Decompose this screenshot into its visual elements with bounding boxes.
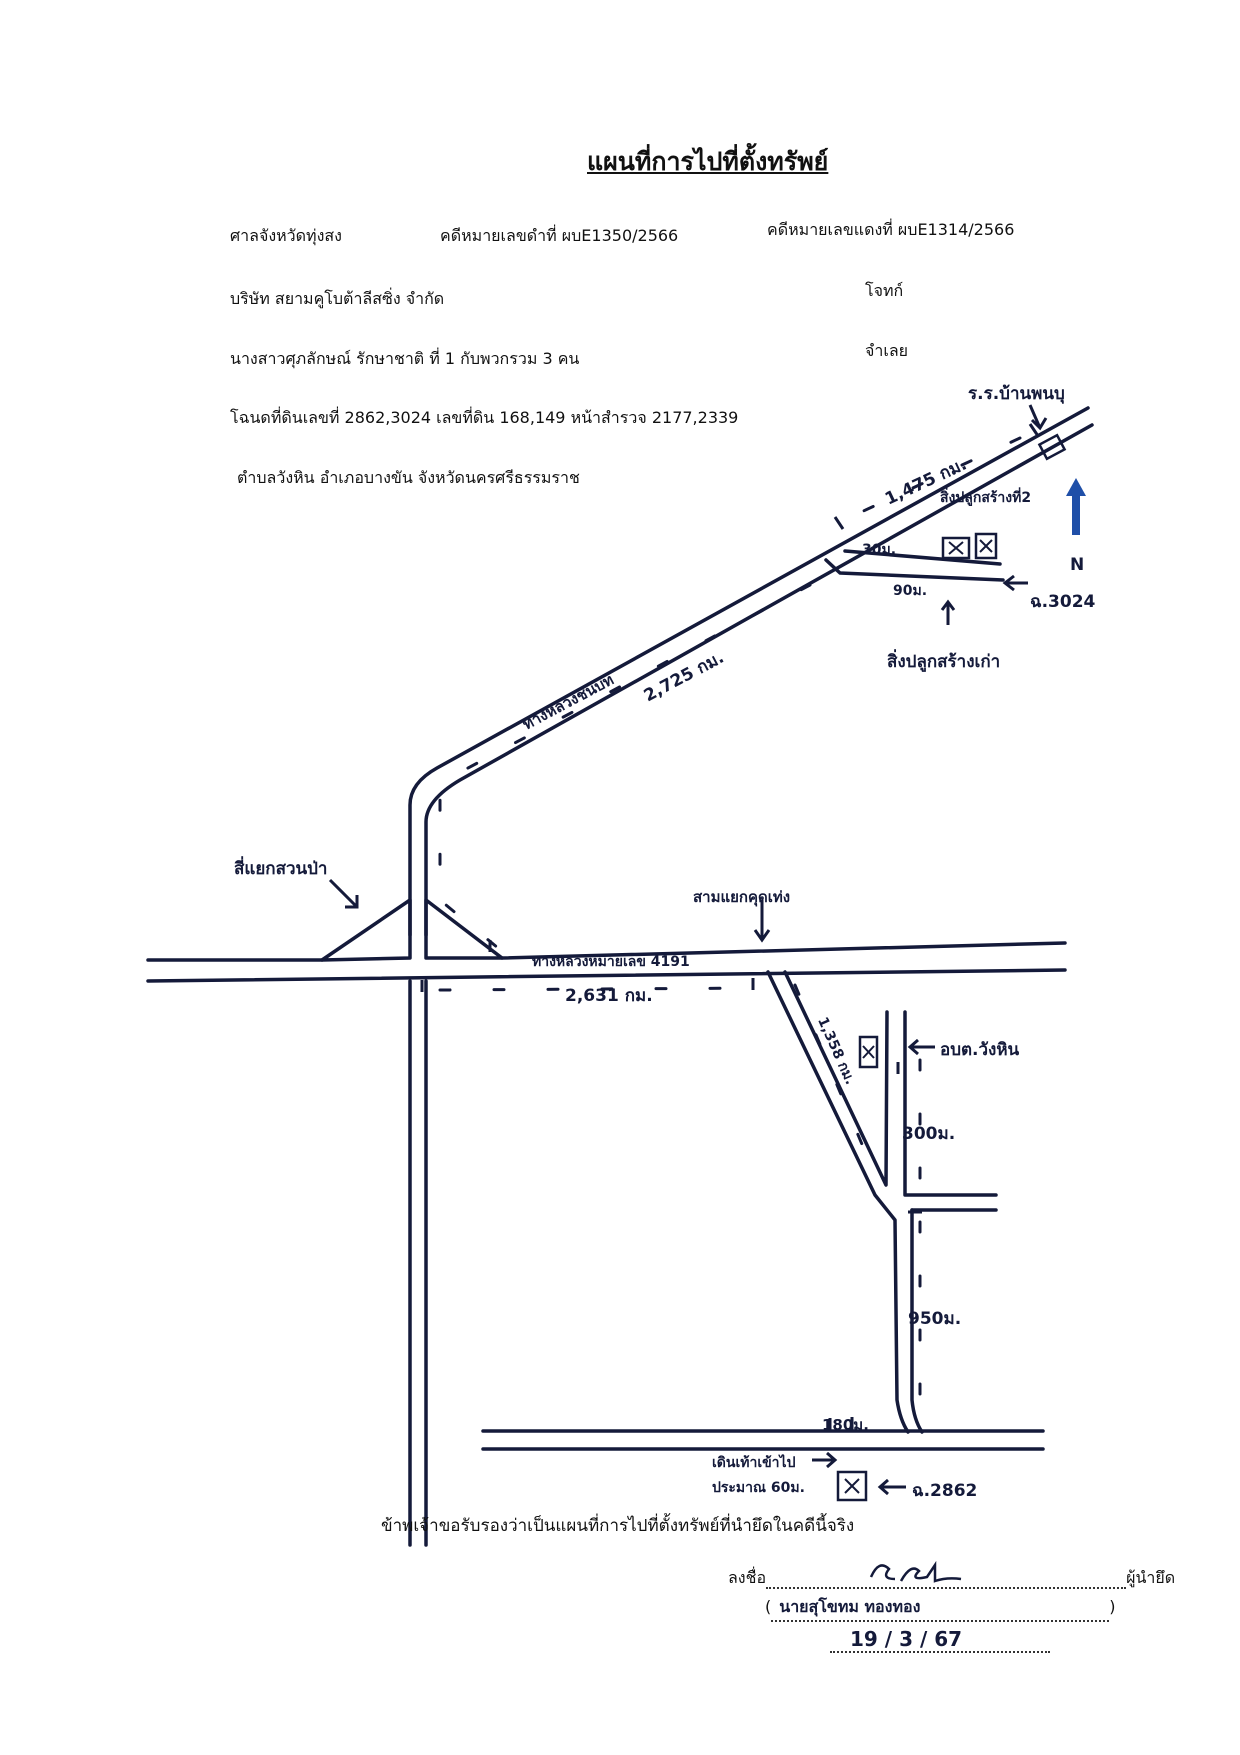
defendant-name: นางสาวศุภลักษณ์ รักษาชาติ ที่ 1 กับพวกรว… — [230, 349, 580, 368]
location-info: ตำบลวังหิน อำเภอบางขัน จังหวัดนครศรีธรรม… — [237, 468, 580, 487]
sao-box-cross — [862, 1045, 875, 1059]
label-90m: 90ม. — [893, 583, 928, 599]
route-dash-sao — [793, 983, 874, 1170]
label-30m: 30ม. — [862, 542, 897, 558]
label-four-way: สี่แยกสวนป่า — [234, 859, 328, 879]
signer-name: นายสุโขทม ทองทอง — [771, 1595, 1110, 1622]
junction-triangle-left — [320, 898, 412, 962]
signature-field — [766, 1557, 1127, 1589]
label-plot3024: ฉ.3024 — [1030, 592, 1096, 612]
old-structure-pointer-arrow — [940, 599, 956, 625]
plot2862-box-cross — [844, 1478, 860, 1494]
branch-road-3024 — [824, 558, 1005, 582]
branch-road-3024-top — [843, 549, 1002, 566]
highway-lower-edge — [146, 968, 1067, 983]
label-north: N — [1070, 555, 1085, 575]
sign-prefix: ลงชื่อ — [728, 1568, 767, 1587]
label-plot2862: ฉ.2862 — [912, 1481, 978, 1501]
three-way-pointer-arrow — [753, 900, 771, 943]
label-warehouse2: สิ่งปลูกสร้างที่2 — [940, 490, 1032, 506]
plot3024-pointer-arrow — [1002, 574, 1028, 592]
south-road — [408, 979, 428, 1547]
label-old-structure: สิ่งปลูกสร้างเก่า — [887, 652, 1001, 672]
rural-road-upper-edge — [408, 406, 1090, 937]
plot3024-box — [974, 532, 998, 560]
sign-role: ผู้นำยึด — [1126, 1568, 1176, 1587]
plot3024-box-cross — [979, 539, 993, 553]
north-arrow-head-icon — [1066, 478, 1086, 496]
label-300m: 300ม. — [902, 1124, 956, 1144]
four-way-pointer-arrow — [328, 878, 359, 909]
black-case-number: คดีหมายเลขดำที่ ผบE1350/2566 — [440, 226, 679, 245]
route-dash-highway — [438, 986, 762, 992]
label-three-way: สามแยกคุดเท่ง — [693, 888, 791, 906]
label-highway: ทางหลวงหมายเลข 4191 — [532, 954, 690, 970]
label-walk-in: เดินเท้าเข้าไป — [712, 1455, 796, 1471]
defendant-role: จำเลย — [865, 341, 909, 360]
warehouse2-box-cross — [948, 541, 964, 555]
plaintiff-name: บริษัท สยามคูโบต้าลีสซิ่ง จำกัด — [230, 289, 445, 308]
sao-pointer-arrow — [907, 1038, 935, 1056]
branch-road-sao — [766, 970, 910, 1434]
label-180m: 180ม. — [822, 1416, 869, 1434]
route-dash-upper — [840, 436, 1022, 523]
signature-scribble — [869, 1560, 962, 1583]
date-line: 19 / 3 / 67 — [830, 1627, 1050, 1653]
court-name: ศาลจังหวัดทุ่งสง — [230, 226, 342, 245]
sao-box — [858, 1035, 879, 1069]
school-box — [1037, 433, 1067, 461]
label-dist-2631: 2,631 กม. — [565, 986, 653, 1006]
walk-pointer-arrow — [812, 1451, 838, 1469]
junction-triangle-right — [424, 898, 504, 960]
warehouse2-box — [941, 536, 971, 560]
red-case-number: คดีหมายเลขแดงที่ ผบE1314/2566 — [767, 220, 1015, 239]
signer-name-line: (นายสุโขทม ทองทอง) — [765, 1595, 1116, 1622]
highway-upper-edge — [146, 941, 1067, 962]
tick-marks — [420, 423, 1040, 1432]
label-sao: อบต.วังหิน — [940, 1040, 1020, 1060]
page-title: แผนที่การไปที่ตั้งทรัพย์ — [587, 147, 829, 176]
plaintiff-role: โจทก์ — [865, 281, 904, 300]
plot2862-box — [836, 1470, 868, 1502]
plot2862-pointer-arrow — [877, 1478, 906, 1496]
sign-date: 19 / 3 / 67 — [830, 1627, 1050, 1653]
route-dash-middle — [438, 583, 812, 950]
signature-line: ลงชื่อ ผู้นำยึด — [728, 1557, 1175, 1591]
land-deed-info: โฉนดที่ดินเลขที่ 2862,3024 เลขที่ดิน 168… — [230, 408, 739, 427]
label-approx-distance: ประมาณ 60ม. — [712, 1480, 805, 1496]
certification-text: ข้าพเจ้าขอรับรองว่าเป็นแผนที่การไปที่ตั้… — [381, 1516, 855, 1536]
school-pointer-arrow — [1028, 404, 1048, 431]
label-950m: 950ม. — [908, 1309, 962, 1329]
rural-road-lower-edge — [424, 423, 1094, 937]
label-school: ร.ร.บ้านพนบุ — [968, 384, 1065, 404]
sao-road-right — [903, 1010, 998, 1197]
